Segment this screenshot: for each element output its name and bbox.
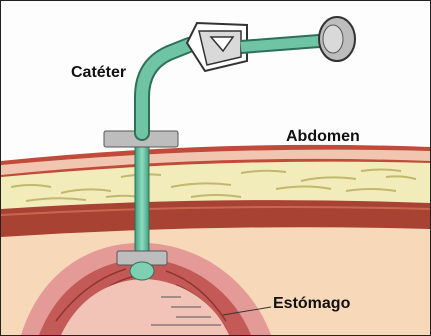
catheter-tube-vertical xyxy=(135,143,149,263)
catheter-tip xyxy=(130,262,154,280)
catheter-clamp xyxy=(187,23,247,71)
abdomen-label: Abdomen xyxy=(286,128,360,146)
catheter-extension xyxy=(241,41,319,47)
stomach-label: Estómago xyxy=(273,295,350,313)
catheter-label: Catéter xyxy=(71,64,126,82)
plug-face xyxy=(323,25,343,53)
